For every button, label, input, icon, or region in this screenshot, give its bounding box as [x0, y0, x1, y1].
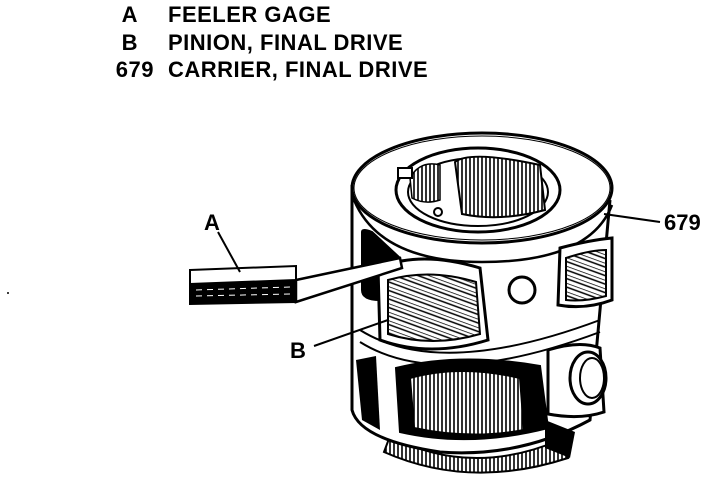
callout-679: 679 — [664, 210, 701, 235]
leader-line-679 — [603, 213, 661, 223]
carrier-body — [350, 131, 614, 458]
leader-line-a — [217, 231, 241, 273]
legend-key: B — [121, 30, 138, 55]
legend-description: FEELER GAGE — [168, 2, 332, 27]
legend-row-679: 679 CARRIER, FINAL DRIVE — [0, 57, 480, 83]
legend-row-a: A FEELER GAGE — [0, 2, 480, 28]
legend-description: CARRIER, FINAL DRIVE — [168, 57, 429, 82]
legend-row-b: B PINION, FINAL DRIVE — [0, 30, 480, 56]
legend-description: PINION, FINAL DRIVE — [168, 30, 404, 55]
legend-key: 679 — [115, 57, 154, 82]
ring-gear-teeth — [382, 434, 570, 474]
feeler-gage — [189, 256, 404, 306]
stray-mark — [7, 292, 9, 294]
parts-legend: A FEELER GAGE B PINION, FINAL DRIVE 679 … — [0, 0, 480, 86]
legend-key: A — [121, 2, 138, 27]
callout-b: B — [290, 338, 306, 363]
callout-a: A — [204, 210, 220, 235]
leader-line-b — [313, 319, 389, 347]
